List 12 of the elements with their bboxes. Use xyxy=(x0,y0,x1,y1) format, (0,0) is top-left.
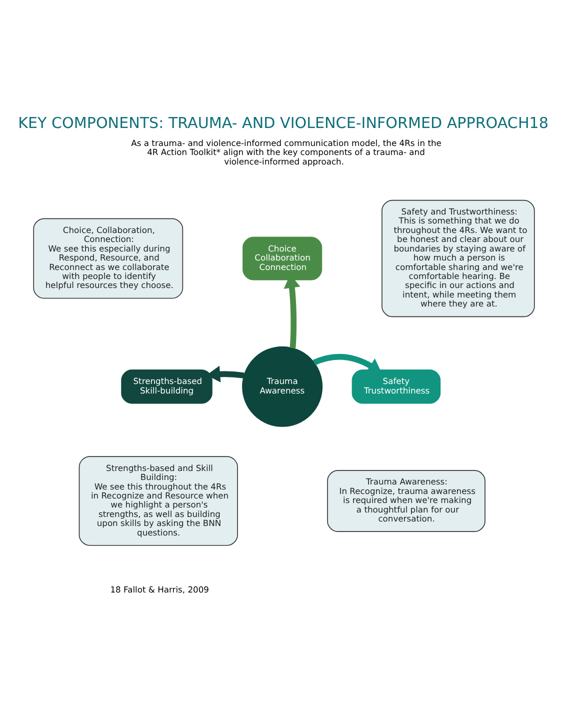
label: 18 Fallot & Harris, 2009 xyxy=(110,584,209,595)
node-box: Strengths-based and Skill Building: We see this throughout the 4Rs in Recognize and Resource when we highlight a person's strengths, as well as building upon skills by asking the BNN questions. xyxy=(78,456,238,546)
node-box: Trauma Awareness: In Recognize, trauma awareness is required when we're making a thoughtful plan for our conversation. xyxy=(327,470,486,532)
node-box: Safety Trustworthiness xyxy=(352,369,441,404)
node-box: Choice Collaboration Connection xyxy=(242,236,322,280)
node-box: Safety and Trustworthiness: This is something that we do throughout the 4Rs. We want to be honest and clear about our boundaries by staying aware of how much a person is comfortable sharing and we're comfortable hearing. Be specific in our actions and intent, while meeting them where they are at. xyxy=(382,200,535,318)
arrow xyxy=(206,366,244,382)
node-box: Choice, Collaboration, Connection: We see this especially during Respond, Resource, and Reconnect as we collaborate with people to identify helpful resources they choose. xyxy=(33,218,184,299)
label: As a trauma- and violence-informed communication model, the 4Rs in the 4R Action Toolkit* align with the key components of a trauma- and violence-informed approach. xyxy=(131,138,442,166)
node-circle: Trauma Awareness xyxy=(242,346,323,427)
diagram-title: KEY COMPONENTS: TRAUMA- AND VIOLENCE-INFORMED APPROACH18 xyxy=(18,114,548,132)
node-box: Strengths-based Skill-building xyxy=(121,369,212,404)
